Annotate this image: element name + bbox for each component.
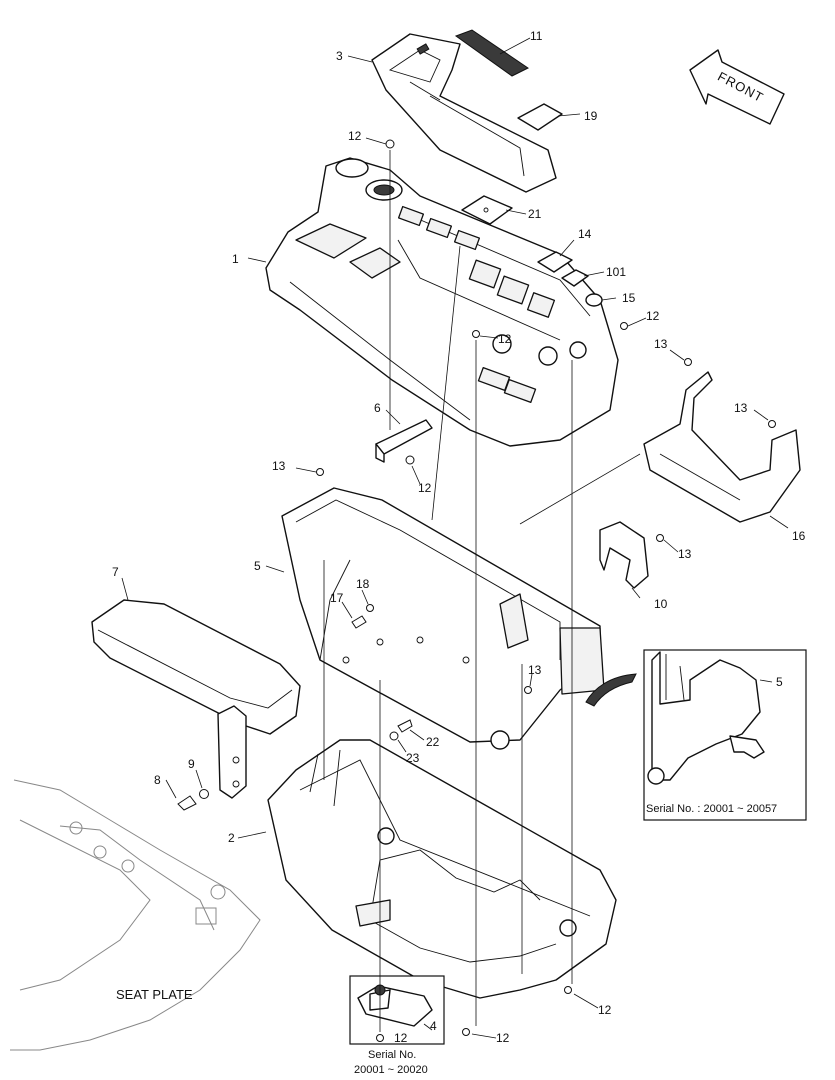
clamp-10 [599, 521, 649, 589]
callout-13b: 13 [734, 401, 748, 415]
callout-14: 14 [578, 227, 592, 241]
callout-13e: 13 [528, 663, 542, 677]
switch-101 [561, 269, 589, 287]
callout-21: 21 [528, 207, 542, 221]
callout-5-inset: 5 [776, 675, 783, 689]
front-direction-arrow: FRONT [689, 49, 785, 125]
seat-plate-label: SEAT PLATE [116, 987, 193, 1002]
bottom-serial-line2: 20001 ~ 20020 [354, 1064, 428, 1076]
callout-10: 10 [654, 597, 668, 611]
assembly-lines [323, 150, 641, 1032]
bolt-13e [524, 686, 532, 694]
callout-12a: 12 [348, 129, 362, 143]
callout-13a: 13 [654, 337, 668, 351]
washer-9 [199, 789, 209, 799]
serial-inset-box [643, 649, 807, 821]
callout-7: 7 [112, 565, 119, 579]
callout-15: 15 [622, 291, 636, 305]
cap-15 [585, 293, 603, 307]
callout-3: 3 [336, 49, 343, 63]
washer-18 [366, 604, 374, 612]
bolt-12c [620, 322, 628, 330]
bolt-12g [376, 1034, 384, 1042]
bolt-22 [397, 719, 413, 733]
callout-9: 9 [188, 757, 195, 771]
bracket-6 [375, 419, 433, 463]
inset-pointer-arrow [585, 673, 637, 707]
callout-19: 19 [584, 109, 598, 123]
callout-13c: 13 [272, 459, 286, 473]
lower-shell-2 [267, 739, 617, 999]
upper-console-tray [371, 33, 557, 193]
washer-23 [389, 731, 399, 741]
callout-23: 23 [406, 751, 420, 765]
callout-22: 22 [426, 735, 440, 749]
bolt-12e [564, 986, 572, 994]
callout-8: 8 [154, 773, 161, 787]
bolt-17 [351, 615, 367, 629]
callout-18: 18 [356, 577, 370, 591]
leader-lines [121, 37, 789, 1039]
main-console-body [265, 157, 619, 447]
bottom-serial-line1: Serial No. [368, 1049, 416, 1061]
callout-13d: 13 [678, 547, 692, 561]
bolt-8 [177, 795, 197, 811]
callout-12c: 12 [646, 309, 660, 323]
switch-plate [461, 195, 513, 225]
callout-11: 11 [530, 29, 543, 43]
callout-2: 2 [228, 831, 235, 845]
serial-bottom-box [349, 975, 445, 1045]
armrest-7 [91, 599, 301, 799]
callout-12b: 12 [498, 332, 512, 346]
switch-14 [537, 251, 573, 273]
inset-serial-label: Serial No. : 20001 ~ 20057 [646, 803, 777, 815]
bolt-12f [462, 1028, 470, 1036]
callout-6: 6 [374, 401, 381, 415]
label-strip [454, 29, 529, 77]
bolt-13b [768, 420, 776, 428]
bolt-13d [656, 534, 664, 542]
callout-4: 4 [430, 1019, 437, 1033]
callout-12f: 12 [496, 1031, 510, 1045]
seat-plate [10, 779, 261, 1051]
bolt-12b [472, 330, 480, 338]
callout-16: 16 [792, 529, 806, 543]
callout-17: 17 [330, 591, 344, 605]
small-cover [517, 103, 563, 131]
bolt-12d [405, 455, 415, 465]
callout-12g: 12 [394, 1031, 408, 1045]
bolt-13c [316, 468, 324, 476]
console-frame [281, 487, 605, 750]
callout-12d: 12 [418, 481, 432, 495]
callout-101: 101 [606, 265, 626, 279]
callout-1: 1 [232, 252, 239, 266]
callout-5: 5 [254, 559, 261, 573]
bolt-12a [385, 139, 395, 149]
bolt-13a [684, 358, 692, 366]
callout-12e: 12 [598, 1003, 612, 1017]
bracket-16 [643, 371, 801, 523]
